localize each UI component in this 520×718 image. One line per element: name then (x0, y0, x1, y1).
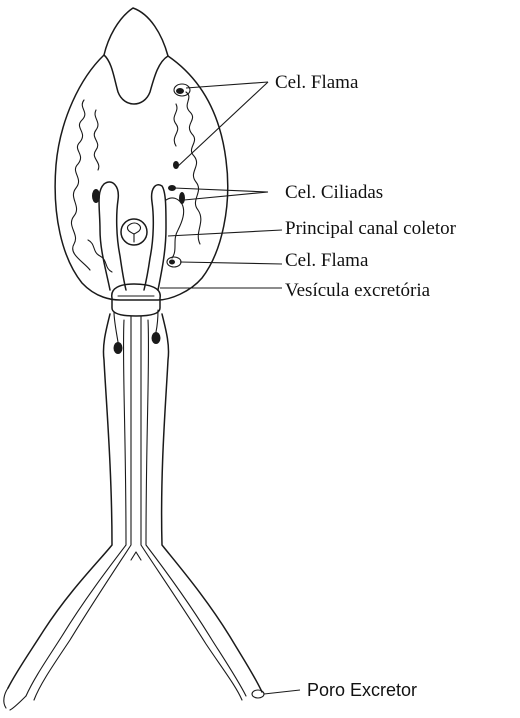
body-outline (55, 8, 228, 300)
tail-nucleus-left (114, 342, 123, 354)
left-outer-tubule (71, 100, 90, 270)
label-flame-cell-bottom: Cel. Flama (285, 250, 369, 271)
tail-outer-right (162, 314, 262, 692)
ventral-sucker (121, 219, 147, 245)
right-outer-tubule (186, 92, 201, 244)
leader-lines (160, 82, 300, 694)
left-fork-tip (4, 688, 26, 710)
tail-outer-left (8, 314, 112, 688)
label-flame-cell-top: Cel. Flama (275, 72, 359, 93)
left-ciliated-nucleus (92, 189, 100, 203)
excretory-tubules (71, 92, 200, 290)
excretory-pore-tip (252, 690, 264, 698)
left-inner-tubule (94, 110, 99, 170)
tail-nucleus-right (152, 332, 161, 344)
labels: Cel. Flama Cel. Ciliadas Principal canal… (275, 72, 457, 700)
oral-sucker (104, 55, 168, 104)
label-ciliated-cells: Cel. Ciliadas (285, 182, 383, 203)
right-collecting-canal (144, 185, 166, 290)
right-inner-tubule (174, 104, 178, 146)
label-excretory-pore: Poro Excretor (307, 680, 417, 700)
cercaria-body (55, 8, 228, 300)
left-lower-tubule (88, 240, 112, 272)
flame-cell-bottom-right (167, 257, 181, 267)
label-main-collecting-canal: Principal canal coletor (285, 218, 457, 239)
label-excretory-vesicle: Vesícula excretória (285, 280, 431, 301)
flame-cell-top-right (174, 84, 190, 96)
cercaria-tail (4, 310, 264, 710)
